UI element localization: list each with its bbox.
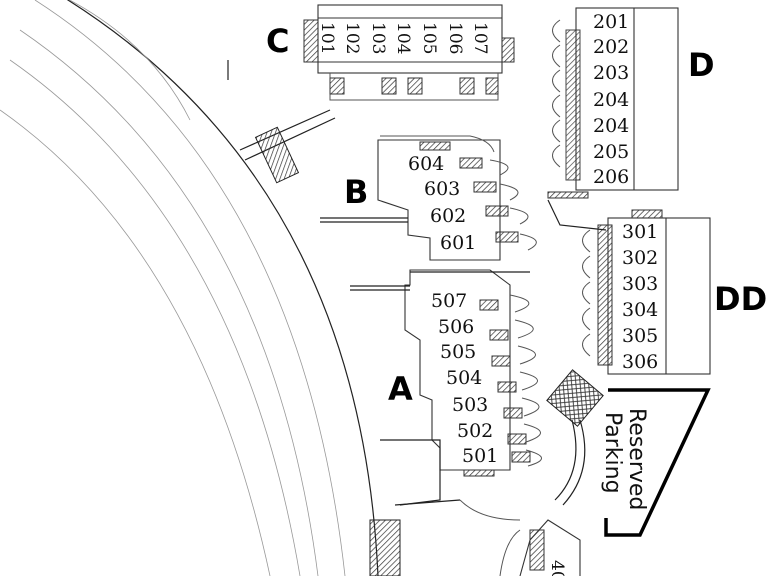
walkway xyxy=(546,369,604,506)
unit-303: 303 xyxy=(622,273,658,295)
units-c: 101 102 103 104 105 106 107 xyxy=(317,22,490,54)
unit-103: 103 xyxy=(368,22,388,54)
section-label-dd: DD xyxy=(714,280,767,318)
units-dd: 301 302 303 304 305 306 xyxy=(622,221,658,373)
unit-107: 107 xyxy=(470,22,490,54)
unit-302: 302 xyxy=(622,247,658,269)
building-d xyxy=(547,7,679,199)
unit-105: 105 xyxy=(419,22,439,54)
unit-602: 602 xyxy=(430,205,466,227)
unit-502: 502 xyxy=(457,420,493,442)
unit-101: 101 xyxy=(317,22,337,54)
unit-503: 503 xyxy=(452,394,488,416)
building-dd xyxy=(547,199,711,375)
reserved-line-2: Parking xyxy=(600,412,625,494)
unit-206: 206 xyxy=(593,166,629,188)
unit-601: 601 xyxy=(440,232,476,254)
building-c xyxy=(303,4,515,101)
unit-501: 501 xyxy=(462,445,498,467)
unit-106: 106 xyxy=(445,22,465,54)
unit-202: 202 xyxy=(593,36,629,58)
unit-203: 203 xyxy=(593,62,629,84)
unit-204a: 204 xyxy=(593,89,629,111)
unit-304: 304 xyxy=(622,299,658,321)
unit-104: 104 xyxy=(393,22,413,54)
unit-bottom-partial: 40 xyxy=(547,560,567,576)
unit-504: 504 xyxy=(446,367,482,389)
unit-305: 305 xyxy=(622,325,658,347)
reserved-line-1: Reserved xyxy=(624,408,649,510)
unit-204b: 204 xyxy=(593,115,629,137)
section-label-d: D xyxy=(688,46,715,84)
main-road xyxy=(0,0,401,576)
section-label-b: B xyxy=(344,173,368,211)
unit-201: 201 xyxy=(593,11,629,33)
unit-505: 505 xyxy=(440,341,476,363)
units-d: 201 202 203 204 204 205 206 xyxy=(593,11,629,188)
section-label-a: A xyxy=(388,370,413,408)
units-b: 604 603 602 601 xyxy=(408,153,476,254)
units-a: 507 506 505 504 503 502 501 xyxy=(431,290,498,467)
reserved-parking-outline xyxy=(604,388,711,537)
unit-306: 306 xyxy=(622,351,658,373)
unit-205: 205 xyxy=(593,141,629,163)
unit-604: 604 xyxy=(408,153,444,175)
reserved-parking-label: Reserved Parking xyxy=(600,408,649,510)
unit-301: 301 xyxy=(622,221,658,243)
unit-506: 506 xyxy=(438,316,474,338)
section-label-c: C xyxy=(266,22,289,60)
unit-507: 507 xyxy=(431,290,467,312)
building-b xyxy=(320,135,537,261)
building-a xyxy=(350,269,542,521)
building-bottom xyxy=(499,519,581,576)
unit-603: 603 xyxy=(424,178,460,200)
unit-102: 102 xyxy=(342,22,362,54)
